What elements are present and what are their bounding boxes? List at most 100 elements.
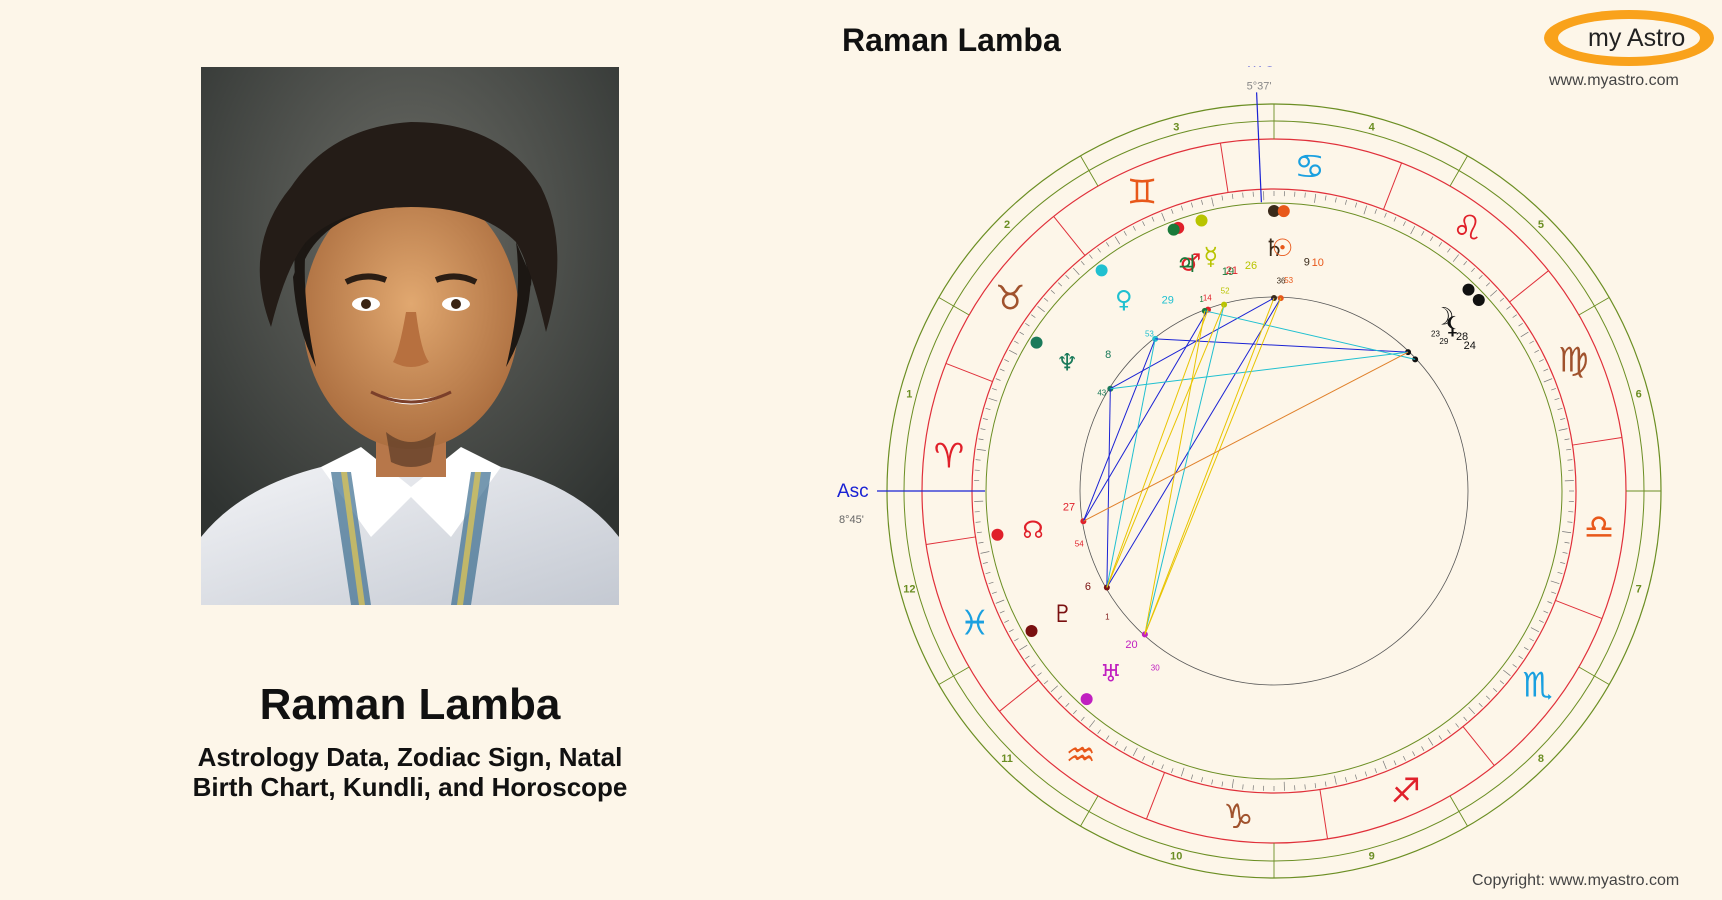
node-marker [991,528,1004,541]
scorpio-icon: ♏ [1522,665,1552,705]
degree-tick [1564,541,1570,544]
degree-tick [1447,248,1451,253]
degree-tick [1354,774,1358,780]
mercury-minutes: 52 [1221,287,1230,296]
degree-tick [1132,747,1138,757]
degree-tick [1014,340,1019,344]
degree-tick [1132,225,1136,231]
degree-tick [1043,297,1049,302]
person-subtitle: Astrology Data, Zodiac Sign, Natal Birth… [0,742,820,802]
sun-degree: 10 [1312,257,1324,269]
sign-boundary [1319,789,1329,839]
venus-minutes: 53 [1145,329,1154,338]
sun-marker [1277,205,1290,218]
degree-tick [975,521,981,523]
degree-tick [1031,314,1036,318]
degree-tick [1211,197,1214,207]
aquarius-icon: ♒ [1065,736,1095,776]
degree-tick [1037,672,1042,676]
house-number: 7 [1636,584,1642,596]
aspect-line-saturn-neptune [1110,297,1275,390]
degree-tick [1180,205,1184,211]
degree-tick [1499,680,1505,685]
degree-tick [1221,781,1224,787]
degree-tick [1231,193,1234,199]
wheel-root: ♈♉♊♋♌♍♎♏♐♑♒♓123456789101112Asc8°45'MC5°3… [837,66,1662,879]
house-number: 8 [1538,753,1544,765]
degree-tick [978,438,984,441]
site-url-link[interactable]: www.myastro.com [1549,72,1679,89]
degree-tick [1025,322,1030,327]
degree-tick [1485,282,1491,287]
sign-boundary [1555,599,1603,620]
degree-tick [1551,388,1557,391]
venus-marker [1095,264,1108,277]
aspect-line-venus-pluto [1106,338,1156,588]
zodiac-inner-ring [971,188,1577,794]
degree-tick [1065,702,1070,708]
degree-tick [1008,629,1014,633]
degree-tick [988,397,998,402]
aspect-line-jupiter-uranus [1144,310,1206,635]
degree-tick [982,562,988,564]
aspect-line-moon-neptune [1110,351,1409,390]
moon-icon: ☽ [1433,302,1455,330]
myastro-logo[interactable]: my Astro [1544,10,1714,66]
lilith-marker [1472,294,1485,307]
logo-text: my Astro [1588,24,1686,52]
degree-tick [1554,397,1560,401]
degree-tick [980,428,986,431]
person-name-heading: Raman Lamba [259,680,561,729]
degree-tick [1031,664,1036,668]
degree-tick [982,418,988,420]
subtitle-line-2: Birth Chart, Kundli, and Horoscope [192,772,628,802]
midheaven-label: MC [1247,66,1277,71]
sign-boundary [1219,143,1229,193]
sign-boundary [1509,270,1549,303]
degree-tick [1037,306,1045,313]
degree-tick [1363,205,1368,215]
mars-minutes: 14 [1203,293,1212,302]
degree-tick [1543,368,1549,372]
degree-tick [1558,428,1568,431]
degree-tick [1567,459,1573,461]
degree-tick [1304,192,1306,198]
house-number: 10 [1170,851,1182,863]
degree-tick [1538,359,1544,362]
degree-tick [1463,260,1468,266]
degree-tick [1543,610,1549,614]
degree-tick [1105,735,1110,740]
aspect-line-sun-uranus [1144,297,1282,635]
degree-tick [1161,764,1164,770]
house-cusp [1080,155,1099,187]
degree-tick [1543,378,1553,383]
degree-tick [1334,197,1337,203]
degree-tick [1050,290,1056,294]
aspect-line-saturn-uranus [1144,297,1275,635]
degree-tick [1089,720,1096,728]
aspect-line-mercury-pluto [1106,304,1225,588]
degree-tick [1403,755,1406,761]
aspect-line-moon-venus [1155,338,1409,353]
sign-boundary [1462,726,1495,766]
moon-degree: 28 [1456,331,1468,343]
node-minutes: 54 [1075,539,1084,548]
mars-degree: 21 [1226,265,1238,277]
house-number: 12 [903,584,915,596]
uranus-degree: 20 [1125,639,1137,651]
house-number: 11 [1001,753,1013,765]
house-cusp [938,666,970,685]
degree-tick [1080,260,1085,266]
house-number: 9 [1369,851,1375,863]
neptune-icon: ♆ [1056,349,1078,377]
gemini-icon: ♊ [1127,173,1157,213]
degree-tick [1374,208,1377,214]
degree-tick [1410,225,1416,235]
pluto-minutes: 1 [1105,613,1110,622]
degree-tick [1374,768,1377,774]
node-degree: 27 [1063,502,1075,514]
sign-boundary [1053,216,1086,256]
degree-tick [1314,783,1317,789]
venus-degree: 29 [1162,295,1174,307]
degree-tick [1123,231,1127,236]
